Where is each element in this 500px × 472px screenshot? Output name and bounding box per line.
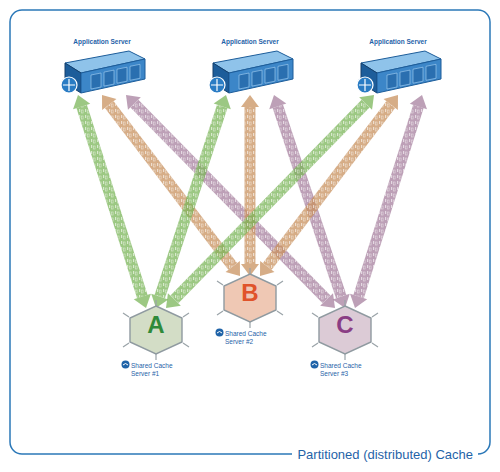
- cache-letter: C: [310, 310, 380, 340]
- cache-logo: [121, 360, 130, 369]
- data-flow-arrow: [126, 95, 335, 308]
- application-server: Application Server: [54, 38, 150, 97]
- cache-label: Shared Cache Server #2: [225, 330, 269, 346]
- cache-label: Shared Cache Server #1: [131, 362, 175, 378]
- cache-logo: [215, 328, 224, 337]
- cache-label: Shared Cache Server #3: [320, 362, 364, 378]
- server-label: Application Server: [54, 38, 150, 45]
- server-icon: [57, 49, 147, 97]
- cache-server: A Shared Cache Server #1: [121, 300, 191, 396]
- server-icon: [353, 49, 443, 97]
- data-flow-arrow: [241, 95, 259, 276]
- data-flow-arrow: [350, 95, 427, 308]
- caption: Partitioned (distributed) Cache: [292, 447, 478, 462]
- data-flow-arrow: [73, 95, 151, 308]
- application-server: Application Server: [202, 38, 298, 97]
- cache-letter: B: [215, 278, 285, 308]
- data-flow-arrow: [166, 95, 374, 308]
- server-label: Application Server: [350, 38, 446, 45]
- cache-server: C Shared Cache Server #3: [310, 300, 380, 396]
- cache-logo: [310, 360, 319, 369]
- server-icon: [205, 49, 295, 97]
- server-label: Application Server: [202, 38, 298, 45]
- application-server: Application Server: [350, 38, 446, 97]
- cache-letter: A: [121, 310, 191, 340]
- cache-server: B Shared Cache Server #2: [215, 268, 285, 364]
